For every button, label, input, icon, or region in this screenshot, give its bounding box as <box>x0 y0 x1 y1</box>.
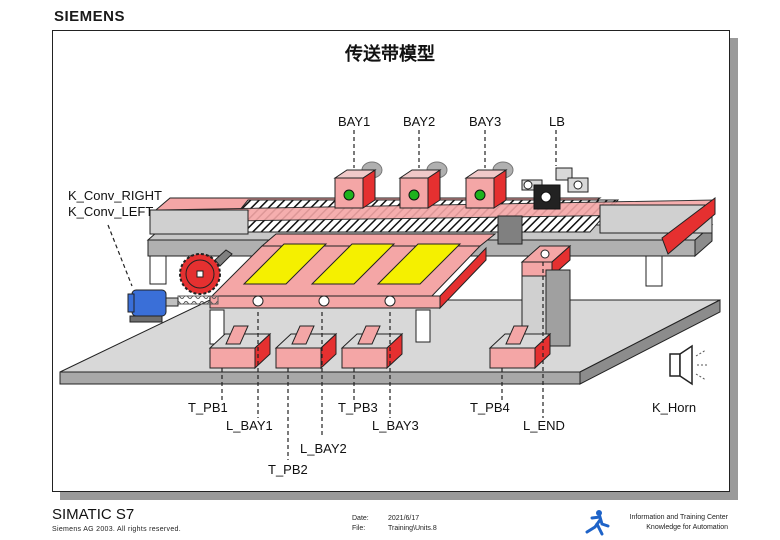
push-button-2 <box>274 325 338 370</box>
roller-icon <box>384 295 396 307</box>
roller-icon <box>318 295 330 307</box>
label-bay3: BAY3 <box>469 114 502 129</box>
lower-conveyor <box>208 215 523 345</box>
bay-stations <box>333 161 589 210</box>
footer-file-value: Training\Units.8 <box>388 525 437 532</box>
siemens-logo: SIEMENS <box>54 8 126 25</box>
lb-sensor-icon <box>540 191 552 203</box>
label-bay2: BAY2 <box>403 114 436 129</box>
label-lb: LB <box>549 114 565 129</box>
bay1-station <box>333 161 383 209</box>
runner-logo-icon <box>585 510 610 536</box>
label-l-bay3: L_BAY3 <box>372 418 419 433</box>
footer-tagline: Knowledge for Automation <box>646 524 728 531</box>
pallet-1 <box>242 243 328 285</box>
bay3-indicator-icon <box>474 189 486 201</box>
label-l-end: L_END <box>523 418 565 433</box>
horn-icon <box>669 344 708 386</box>
footer-file-label: File: <box>352 525 366 532</box>
label-t-pb3: T_PB3 <box>338 400 378 415</box>
bay3-station <box>464 161 514 209</box>
drive-motor <box>127 249 233 323</box>
label-t-pb1: T_PB1 <box>188 400 228 415</box>
push-button-3 <box>340 325 404 370</box>
footer-copyright: Siemens AG 2003. All rights reserved. <box>52 526 181 533</box>
slide-title: 传送带模型 <box>345 44 435 64</box>
footer-training-center: Information and Training Center <box>629 514 728 521</box>
label-t-pb4: T_PB4 <box>470 400 510 415</box>
footer-date-label: Date: <box>352 515 369 522</box>
roller-icon <box>252 295 264 307</box>
label-l-bay1: L_BAY1 <box>226 418 273 433</box>
label-k-horn: K_Horn <box>652 400 697 415</box>
bay2-station <box>398 161 448 209</box>
motor-icon <box>131 289 167 317</box>
end-lift <box>520 244 572 347</box>
lb-light-barrier <box>521 167 589 210</box>
push-button-4 <box>488 325 552 370</box>
label-conv-left: K_Conv_LEFT <box>68 204 154 219</box>
gear-icon <box>179 253 221 295</box>
push-button-1 <box>208 325 272 370</box>
label-t-pb2: T_PB2 <box>268 462 308 477</box>
bay1-indicator-icon <box>343 189 355 201</box>
footer-product: SIMATIC S7 <box>52 506 135 523</box>
leader-lines <box>107 130 557 460</box>
label-bay1: BAY1 <box>338 114 371 129</box>
bay2-indicator-icon <box>408 189 420 201</box>
footer-date-value: 2021/6/17 <box>388 515 420 522</box>
label-l-bay2: L_BAY2 <box>300 441 347 456</box>
pallet-3 <box>376 243 462 285</box>
label-conv-right: K_Conv_RIGHT <box>68 188 162 203</box>
pallet-2 <box>310 243 396 285</box>
